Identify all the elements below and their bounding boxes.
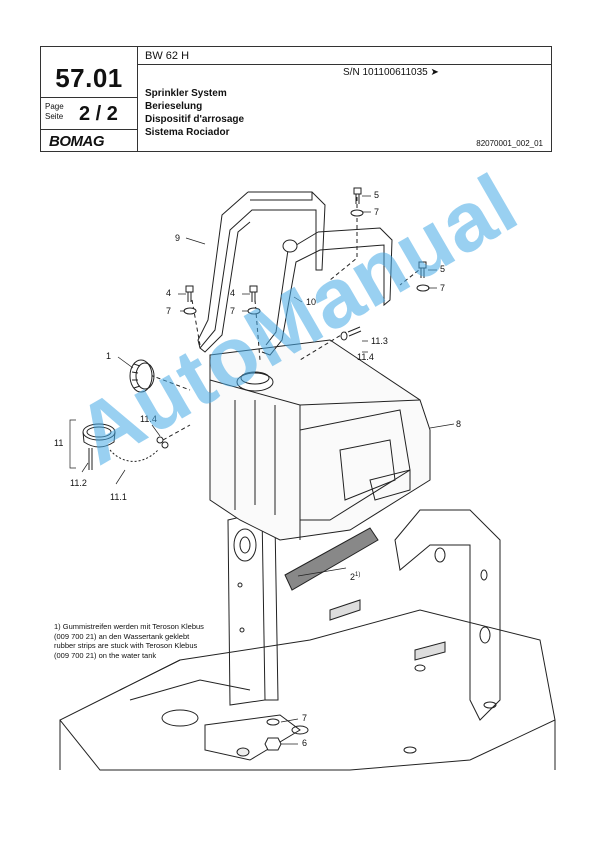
callout-9: 9 xyxy=(175,233,181,243)
callout-5b: 5 xyxy=(440,264,446,274)
callout-7d: 7 xyxy=(230,306,236,316)
bracket-10 xyxy=(261,227,393,356)
title-de: Berieselung xyxy=(145,101,203,112)
callout-11: 11 xyxy=(54,438,64,448)
callout-1: 1 xyxy=(106,351,112,361)
header-divider xyxy=(41,97,137,98)
callout-6: 6 xyxy=(302,738,308,748)
header-divider xyxy=(137,64,551,65)
callout-4a: 4 xyxy=(166,288,172,298)
callout-2: 21) xyxy=(350,572,361,582)
brand-logo: BOMAG xyxy=(49,133,105,150)
callout-7b: 7 xyxy=(440,283,446,293)
document-reference: 82070001_002_01 xyxy=(476,139,543,148)
callout-11-4a: 11.4 xyxy=(357,352,374,362)
footnote: 1) Gummistreifen werden mit Teroson Kleb… xyxy=(54,622,204,660)
bracket-9 xyxy=(197,191,326,353)
callout-11-2: 11.2 xyxy=(70,478,87,488)
header-divider xyxy=(137,47,138,151)
callout-7a: 7 xyxy=(374,207,380,217)
header-table: BW 62 H S/N 101100611035 ➤ 57.01 Page Se… xyxy=(40,46,552,152)
page-label: Page Seite xyxy=(45,102,64,121)
callout-11-3: 11.3 xyxy=(371,336,388,346)
page-number: 2 / 2 xyxy=(79,103,118,125)
water-tank xyxy=(209,339,431,541)
callout-11-1: 11.1 xyxy=(110,492,127,502)
callout-7e: 7 xyxy=(302,713,308,723)
title-fr: Dispositif d'arrosage xyxy=(145,114,245,125)
callout-11-4b: 11.4 xyxy=(140,414,157,424)
callout-8: 8 xyxy=(456,419,462,429)
section-titles: Sprinkler System Berieselung Dispositif … xyxy=(145,87,244,139)
callout-5a: 5 xyxy=(374,190,380,200)
header-divider xyxy=(41,129,137,130)
callout-7c: 7 xyxy=(166,306,172,316)
cap-ring xyxy=(129,359,155,393)
callout-leaders xyxy=(69,195,455,745)
mount-post xyxy=(204,511,301,761)
model-name: BW 62 H xyxy=(145,50,190,62)
title-es: Sistema Rociador xyxy=(145,127,230,138)
title-en: Sprinkler System xyxy=(145,88,227,99)
callout-4b: 4 xyxy=(230,288,236,298)
machine-frame xyxy=(59,509,556,771)
serial-number: S/N 101100611035 ➤ xyxy=(343,67,439,78)
section-code: 57.01 xyxy=(55,63,123,93)
cap-with-chain xyxy=(82,423,169,470)
callout-10: 10 xyxy=(306,297,317,307)
